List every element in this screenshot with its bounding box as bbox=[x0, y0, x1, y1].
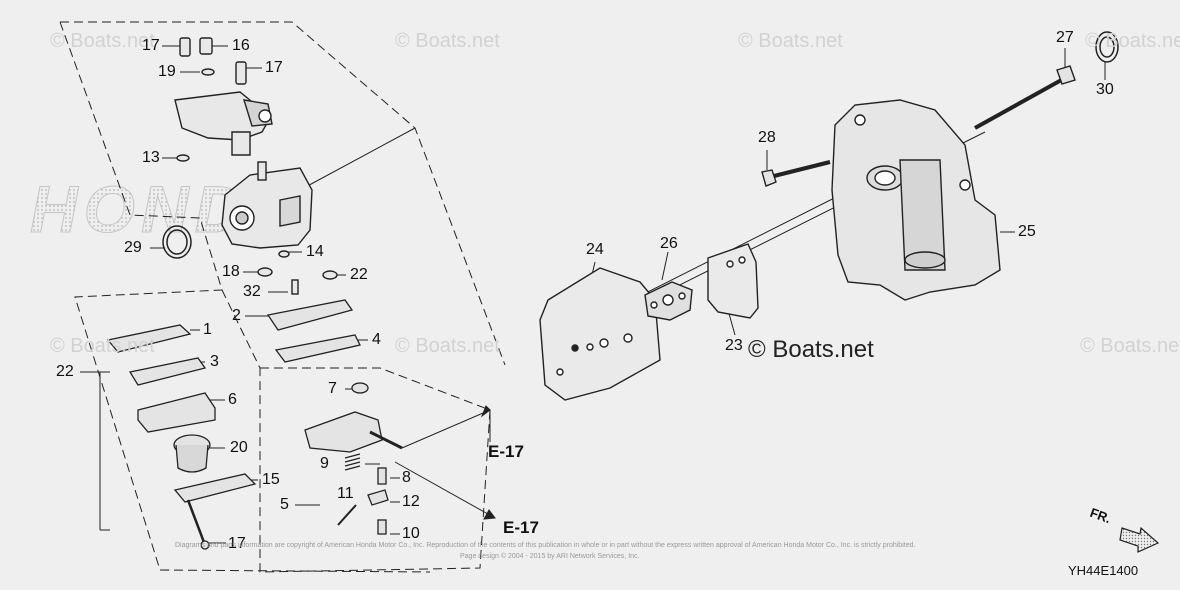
insulator-gasket-25 bbox=[539, 267, 661, 401]
callout-10: 10 bbox=[402, 525, 420, 542]
carburetor-upper-body bbox=[174, 37, 273, 162]
spacer-27 bbox=[644, 281, 693, 321]
callout-29: 28 bbox=[758, 129, 776, 146]
callout-4: 4 bbox=[372, 331, 381, 348]
callout-16: 16 bbox=[232, 37, 250, 54]
watermark: © Boats.net bbox=[738, 30, 843, 52]
callout-2: 2 bbox=[232, 307, 241, 324]
carburetor-main-body bbox=[221, 161, 338, 295]
bolt-28 bbox=[974, 65, 1076, 130]
callout-26: 25 bbox=[1018, 223, 1036, 240]
callout-5: 5 bbox=[280, 496, 289, 513]
callout-28: 27 bbox=[1056, 29, 1074, 46]
watermark: © Boats.net bbox=[50, 335, 155, 357]
callout-1: 1 bbox=[203, 321, 212, 338]
boats-net-logo: © Boats.net bbox=[748, 336, 874, 363]
callout-17: 17 bbox=[265, 59, 283, 76]
callout-18: 17 bbox=[228, 535, 246, 552]
callout-31: 30 bbox=[1096, 81, 1114, 98]
callout-3: 3 bbox=[210, 353, 219, 370]
callout-12: 12 bbox=[402, 493, 420, 510]
gaskets-column bbox=[266, 299, 361, 363]
diagram-code: YH44E1400 bbox=[1068, 563, 1139, 578]
watermark: © Boats.net bbox=[1080, 335, 1180, 357]
watermark: © Boats.net bbox=[50, 30, 155, 52]
callout-9: 9 bbox=[320, 455, 329, 472]
ref-label-e17: E-17 bbox=[503, 518, 539, 537]
left-column-parts bbox=[106, 324, 257, 550]
watermark: © Boats.net bbox=[395, 30, 500, 52]
callout-19: 18 bbox=[222, 263, 240, 280]
o-ring-30 bbox=[162, 225, 192, 259]
gasket-plate-24 bbox=[707, 243, 759, 319]
callout-13: 13 bbox=[142, 149, 160, 166]
callout-23: 22 bbox=[56, 363, 74, 380]
callout-21: 20 bbox=[230, 439, 248, 456]
callout-20: 19 bbox=[158, 63, 176, 80]
front-direction-arrow bbox=[1119, 526, 1160, 553]
callout-32: 32 bbox=[243, 283, 261, 300]
callout-7: 7 bbox=[328, 380, 337, 397]
assembly-boundaries bbox=[59, 21, 506, 573]
callout-27: 26 bbox=[660, 235, 678, 252]
ref-label-e17: E-17 bbox=[488, 442, 524, 461]
callout-8: 8 bbox=[402, 469, 411, 486]
callout-22: 22 bbox=[350, 266, 368, 283]
callout-11: 11 bbox=[337, 485, 354, 502]
copyright-line: Page design © 2004 - 2015 by ARI Network… bbox=[460, 553, 640, 560]
callout-6: 6 bbox=[228, 391, 237, 408]
callout-30: 29 bbox=[124, 239, 142, 256]
callout-24: 23 bbox=[725, 337, 743, 354]
air-cleaner-case-26 bbox=[831, 99, 1001, 301]
ring-31 bbox=[1095, 31, 1119, 63]
callout-14: 14 bbox=[306, 243, 324, 260]
callout-15: 15 bbox=[262, 471, 280, 488]
lower-carb-assembly bbox=[304, 382, 403, 535]
callout-25: 24 bbox=[586, 241, 604, 258]
watermark: © Boats.net bbox=[395, 335, 500, 357]
copyright-line: Diagrams and parts information are copyr… bbox=[175, 542, 916, 549]
bolt-29 bbox=[761, 160, 831, 187]
callout-17: 17 bbox=[142, 37, 160, 54]
watermark: © Boats.net bbox=[1085, 30, 1180, 52]
